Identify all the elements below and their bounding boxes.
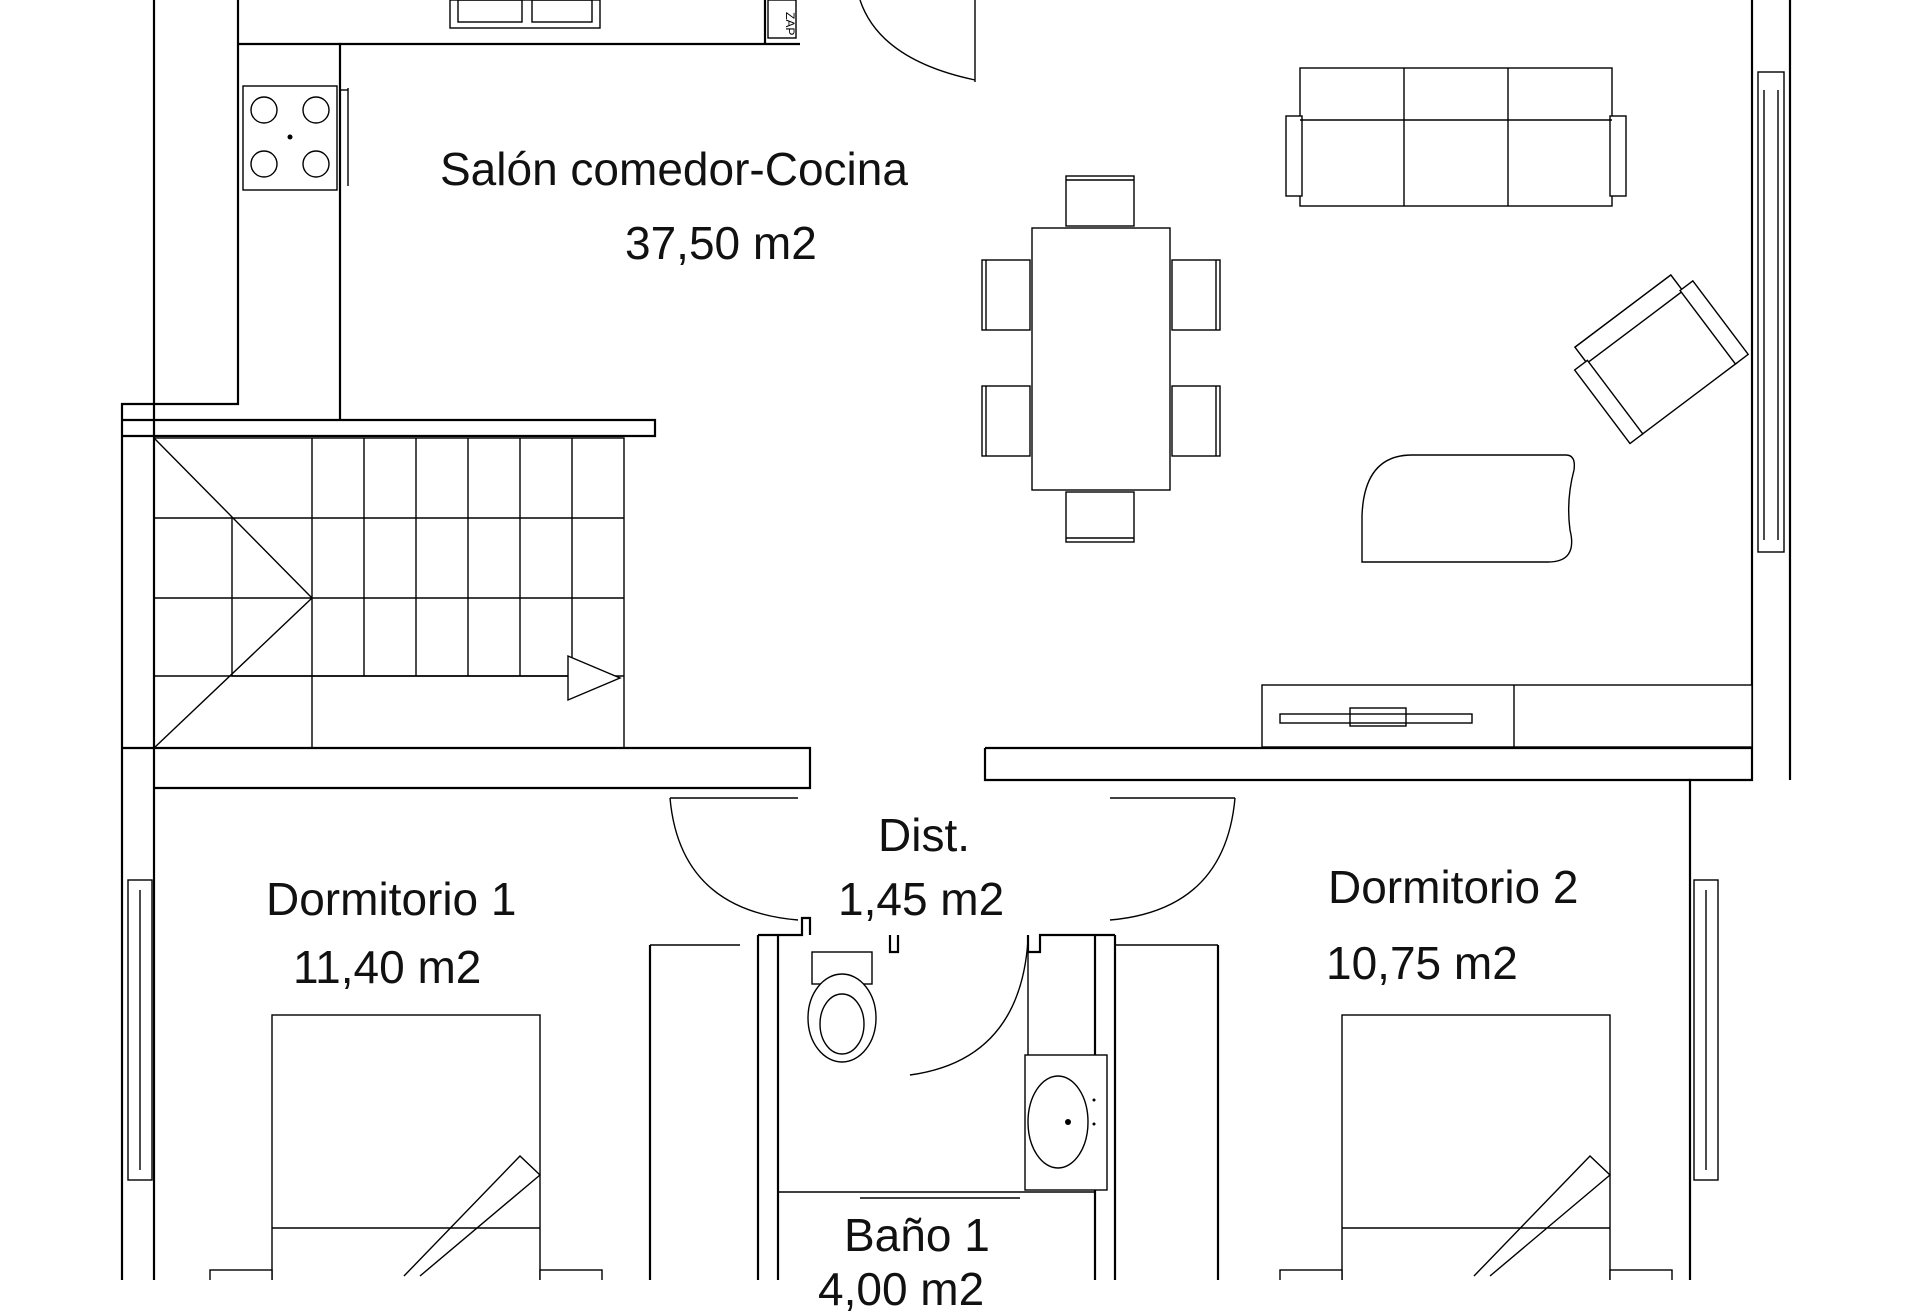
tv-cabinet [1261, 684, 1753, 748]
bed-dormitorio-1 [209, 1014, 603, 1280]
coffee-table [1361, 454, 1576, 563]
room-name-dormitorio-1: Dormitorio 1 [266, 873, 517, 925]
room-name-dormitorio-2: Dormitorio 2 [1328, 861, 1579, 913]
room-area-bano-1: 4,00 m2 [818, 1263, 985, 1315]
room-name-salon: Salón comedor-Cocina [440, 143, 908, 195]
windows [127, 71, 1785, 1181]
room-name-dist: Dist. [878, 809, 970, 861]
bed-dormitorio-2 [1279, 1014, 1673, 1280]
kitchen-fixtures: ZAP [242, 0, 797, 191]
room-area-dist: 1,45 m2 [838, 873, 1005, 925]
svg-text:ZAP: ZAP [783, 12, 797, 35]
armchair [1573, 273, 1750, 445]
staircase [153, 437, 625, 749]
floor-plan: ZAP [120, 0, 1792, 1280]
dining-set [981, 175, 1221, 543]
room-area-dormitorio-2: 10,75 m2 [1326, 937, 1518, 989]
bath-fixtures [807, 951, 1108, 1191]
room-area-dormitorio-1: 11,40 m2 [293, 941, 482, 993]
sofa [1285, 67, 1627, 207]
doors [669, 0, 1236, 1076]
room-name-bano-1: Baño 1 [844, 1209, 990, 1261]
room-area-salon: 37,50 m2 [625, 217, 817, 269]
